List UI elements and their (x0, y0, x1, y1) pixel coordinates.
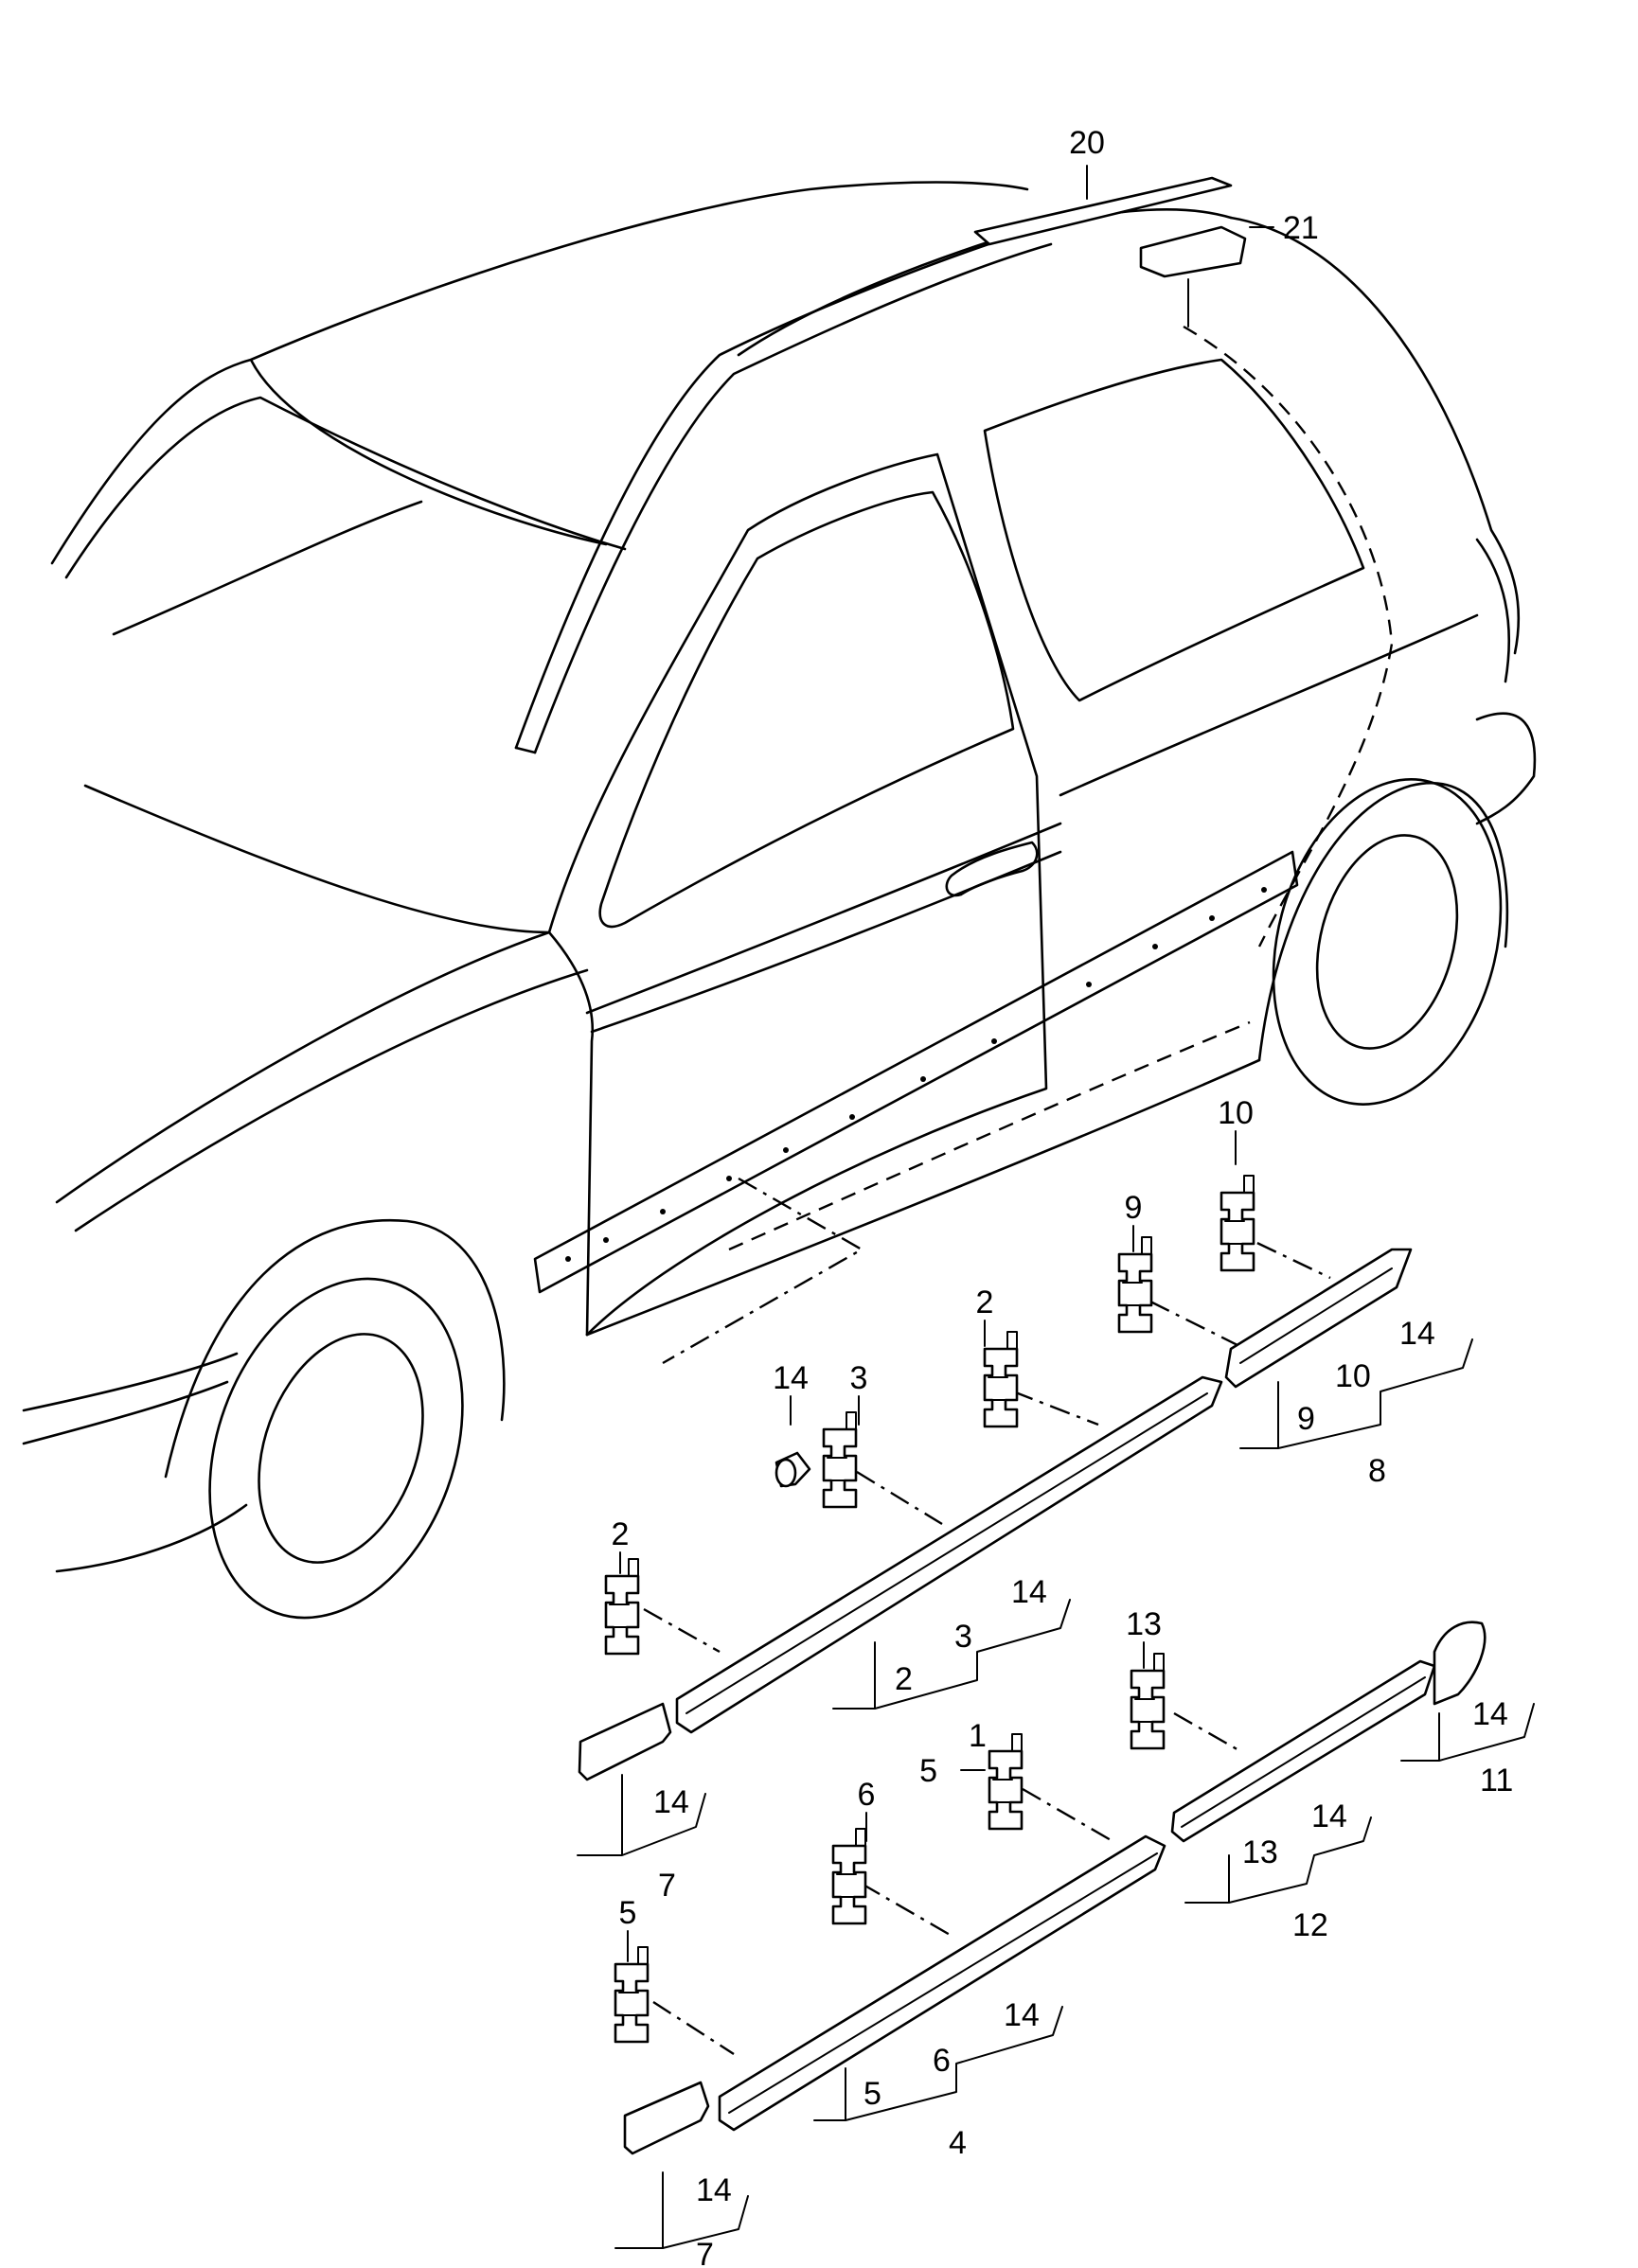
end-cap-11 (1433, 1621, 1487, 1706)
molding-4 (718, 1834, 1166, 2132)
group-12-sub-13: 13 (1242, 1834, 1278, 1870)
clip-5-lower (614, 1945, 650, 2044)
group-8-sub-10: 10 (1335, 1358, 1371, 1394)
car-body (22, 181, 1537, 1620)
end-cap-7-lower (623, 2081, 710, 2155)
clip-5-upper (988, 1732, 1024, 1831)
molding-8 (1224, 1248, 1413, 1389)
callout-5-lower: 5 (619, 1895, 637, 1931)
group-1-sub-2: 2 (895, 1661, 913, 1697)
end-cap-7-upper (578, 1702, 672, 1781)
group-7a-main: 7 (658, 1868, 676, 1904)
group-7b-sub-14: 14 (696, 2172, 732, 2208)
group-11-main: 11 (1480, 1763, 1513, 1798)
clip-13 (1130, 1652, 1166, 1750)
group-7a-sub-14: 14 (653, 1784, 689, 1820)
callout-20: 20 (1069, 125, 1105, 161)
callout-2-lower: 2 (612, 1516, 630, 1552)
roof-molding (973, 176, 1247, 278)
callout-10: 10 (1218, 1095, 1254, 1131)
group-11-sub-14: 14 (1472, 1696, 1508, 1732)
molding-1 (675, 1375, 1223, 1734)
group-1-main: 1 (969, 1718, 987, 1754)
group-4-main: 4 (949, 2125, 967, 2161)
clip-holes (565, 887, 1267, 1262)
callout-21: 21 (1283, 210, 1319, 246)
group-8-main: 8 (1368, 1453, 1386, 1489)
group-4-sub-6: 6 (933, 2043, 951, 2079)
clip-10 (1220, 1174, 1255, 1272)
clip-2-upper (983, 1330, 1019, 1428)
group-4-sub-14: 14 (1004, 1997, 1040, 2033)
clip-3 (822, 1410, 858, 1509)
callout-9: 9 (1125, 1190, 1143, 1226)
clip-9 (1117, 1235, 1153, 1334)
callout-14-screw: 14 (773, 1360, 809, 1396)
group-12-main: 12 (1292, 1907, 1328, 1943)
group-8-sub-9: 9 (1297, 1401, 1315, 1437)
callout-6: 6 (858, 1777, 876, 1813)
callout-3: 3 (850, 1360, 868, 1396)
group-8-sub-14: 14 (1399, 1316, 1435, 1352)
clip-2-lower (604, 1557, 640, 1656)
callout-13: 13 (1126, 1606, 1162, 1642)
callout-2-upper: 2 (976, 1285, 994, 1320)
clip-6 (831, 1827, 867, 1925)
group-1-sub-3: 3 (954, 1619, 972, 1655)
screw-14 (774, 1451, 811, 1488)
group-4-sub-5: 5 (864, 2076, 881, 2112)
group-12-sub-14: 14 (1311, 1798, 1347, 1834)
group-1-sub-14: 14 (1011, 1574, 1047, 1610)
group-7b-main: 7 (696, 2237, 714, 2268)
molding-12 (1170, 1659, 1436, 1843)
callout-5-upper: 5 (919, 1753, 937, 1789)
